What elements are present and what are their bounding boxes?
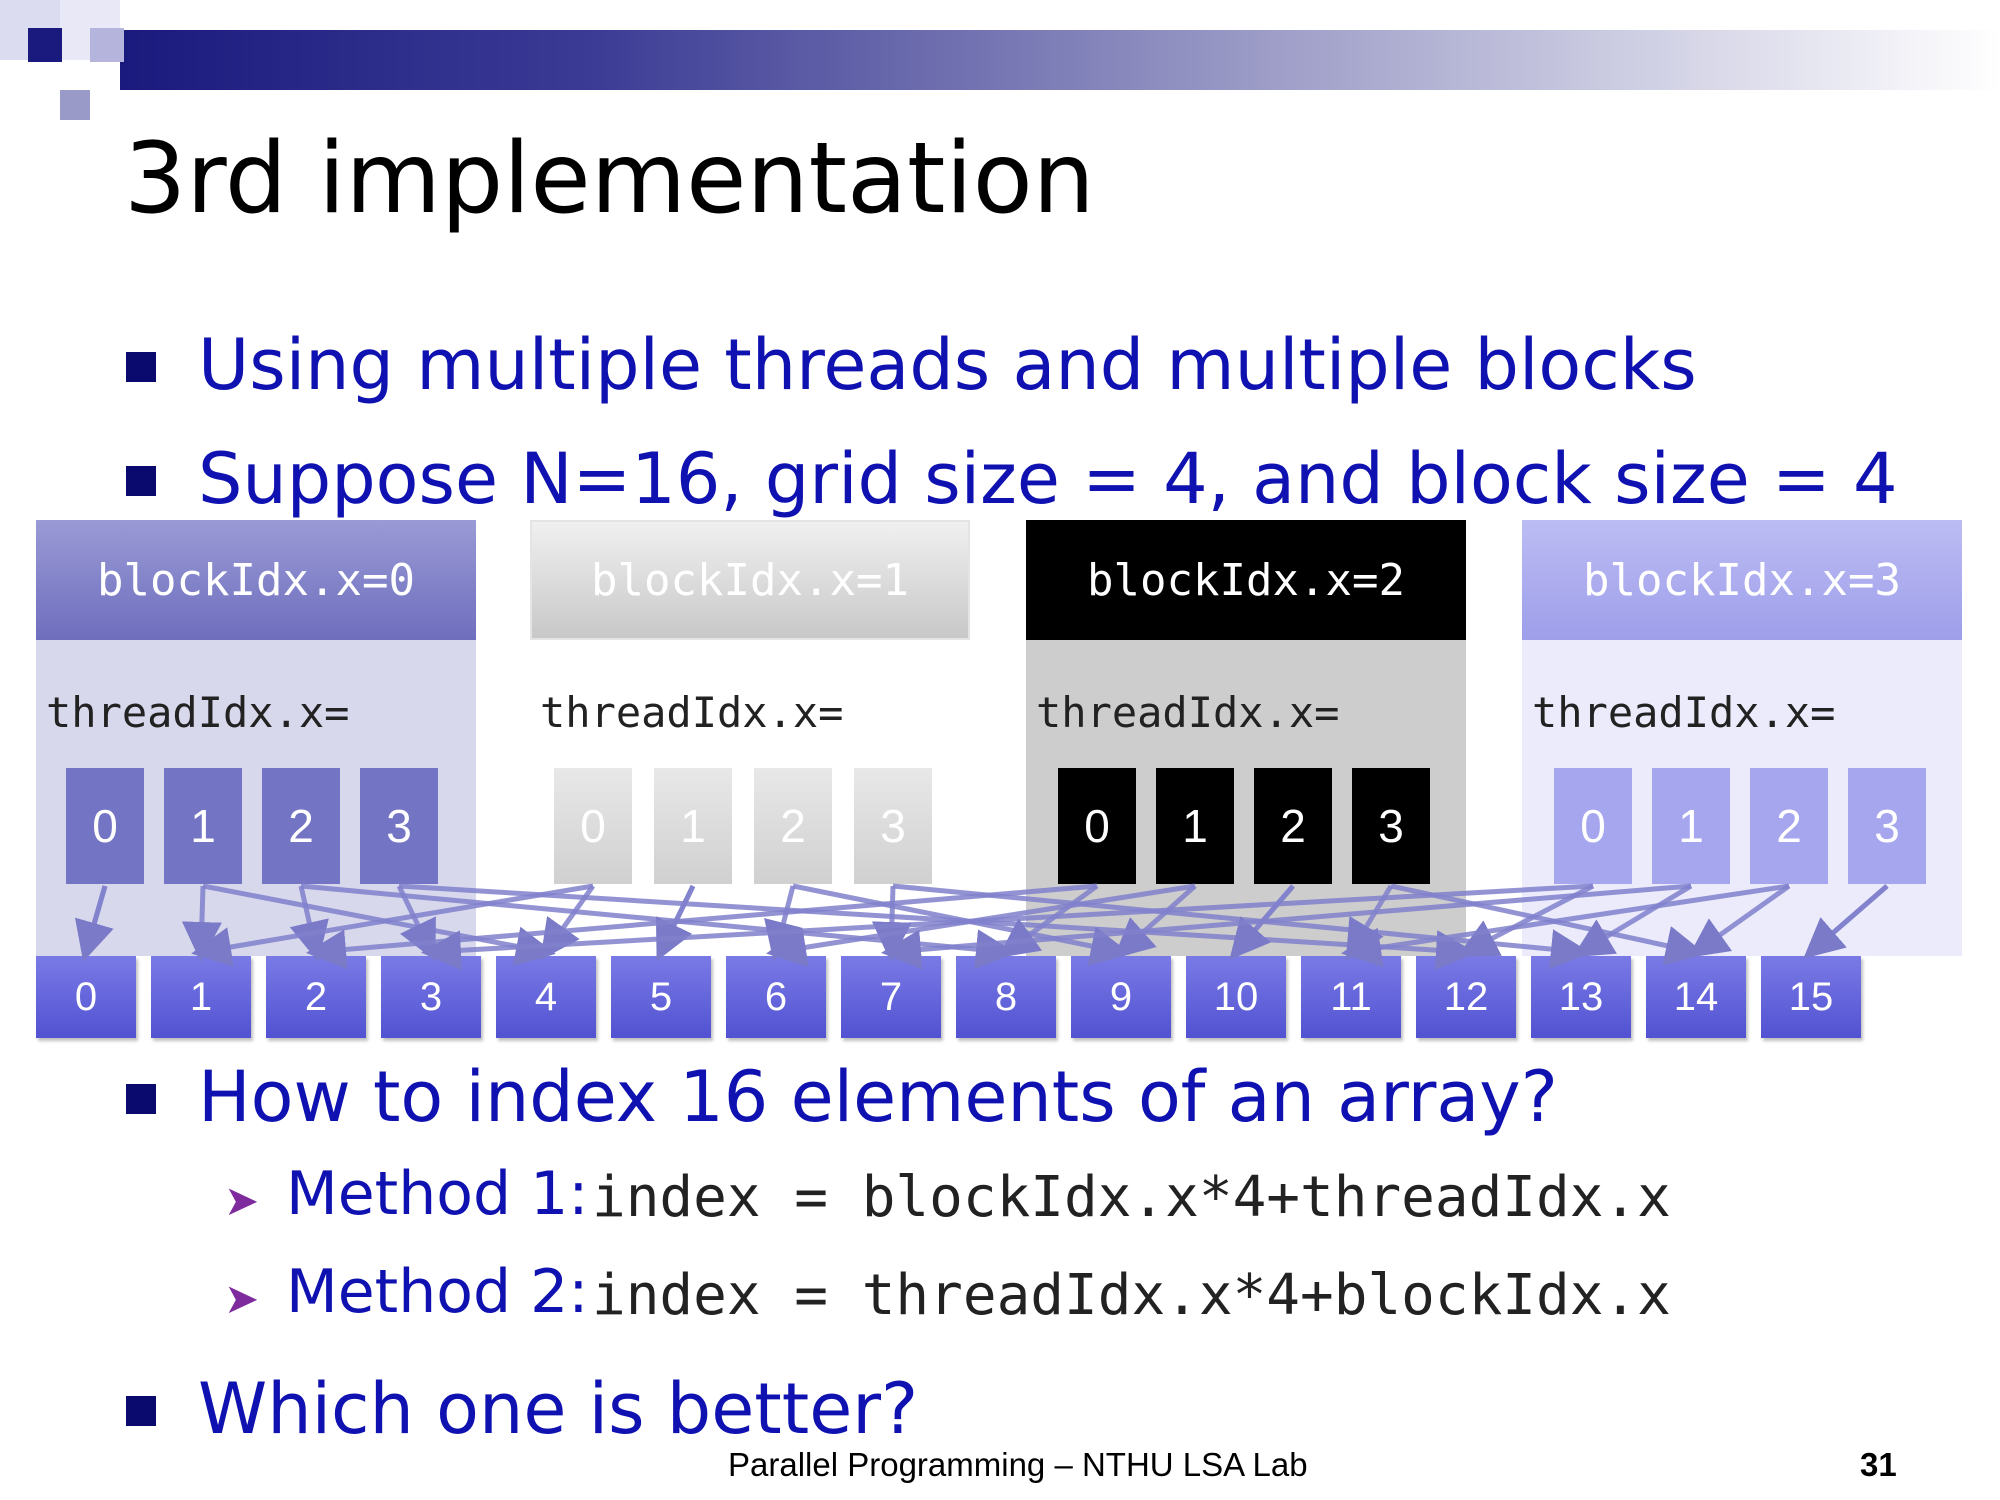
array-cell: 11	[1301, 956, 1401, 1038]
bullet-text: Suppose N=16, grid size = 4, and block s…	[198, 438, 1898, 520]
thread-cell: 0	[554, 768, 632, 884]
thread-cell: 2	[262, 768, 340, 884]
block-header: blockIdx.x=1	[530, 520, 970, 640]
block-3: blockIdx.x=3 threadIdx.x= 0 1 2 3	[1522, 520, 1962, 956]
thread-cell: 0	[66, 768, 144, 884]
bullet-square	[126, 466, 156, 496]
block-header: blockIdx.x=0	[36, 520, 476, 640]
array-cell: 3	[381, 956, 481, 1038]
method-code: index = threadIdx.x*4+blockIdx.x	[592, 1263, 1671, 1328]
thread-label: threadIdx.x=	[46, 688, 350, 737]
array-cell: 8	[956, 956, 1056, 1038]
thread-cell: 1	[164, 768, 242, 884]
array-cell: 15	[1761, 956, 1861, 1038]
bullet-text: Using multiple threads and multiple bloc…	[198, 324, 1697, 406]
array-cell: 0	[36, 956, 136, 1038]
thread-label: threadIdx.x=	[1036, 688, 1340, 737]
method-code: index = blockIdx.x*4+threadIdx.x	[592, 1165, 1671, 1230]
thread-cell: 2	[754, 768, 832, 884]
thread-cell: 1	[1156, 768, 1234, 884]
array-cell: 2	[266, 956, 366, 1038]
corner-decoration	[0, 0, 124, 120]
array-cell: 10	[1186, 956, 1286, 1038]
thread-cell: 2	[1254, 768, 1332, 884]
block-0: blockIdx.x=0 threadIdx.x= 0 1 2 3	[36, 520, 476, 956]
block-2: blockIdx.x=2 threadIdx.x= 0 1 2 3	[1026, 520, 1466, 956]
array-cell: 14	[1646, 956, 1746, 1038]
thread-cell: 1	[1652, 768, 1730, 884]
array-cell: 1	[151, 956, 251, 1038]
thread-cell: 3	[1352, 768, 1430, 884]
sub-bullet-arrow-icon: ➤	[224, 1176, 260, 1225]
sub-bullet-arrow-icon: ➤	[224, 1274, 260, 1323]
thread-cell: 0	[1058, 768, 1136, 884]
method-label: Method 2:	[286, 1257, 589, 1327]
bullet-square	[126, 1396, 156, 1426]
method-label: Method 1:	[286, 1159, 589, 1229]
array-cell: 12	[1416, 956, 1516, 1038]
header-gradient-bar	[120, 30, 2000, 90]
thread-cell: 1	[654, 768, 732, 884]
thread-cell: 3	[854, 768, 932, 884]
thread-label: threadIdx.x=	[1532, 688, 1836, 737]
array-cell: 9	[1071, 956, 1171, 1038]
thread-cell: 2	[1750, 768, 1828, 884]
array-cell: 5	[611, 956, 711, 1038]
thread-label: threadIdx.x=	[540, 688, 844, 737]
bullet-text: How to index 16 elements of an array?	[198, 1056, 1558, 1138]
block-header: blockIdx.x=3	[1522, 520, 1962, 640]
bullet-text: Which one is better?	[198, 1368, 919, 1450]
thread-cell: 0	[1554, 768, 1632, 884]
bullet-square	[126, 352, 156, 382]
thread-cell: 3	[1848, 768, 1926, 884]
thread-cell: 3	[360, 768, 438, 884]
array-cell: 7	[841, 956, 941, 1038]
array-cell: 4	[496, 956, 596, 1038]
block-header: blockIdx.x=2	[1026, 520, 1466, 640]
footer-text: Parallel Programming – NTHU LSA Lab	[728, 1446, 1308, 1483]
block-1: blockIdx.x=1 threadIdx.x= 0 1 2 3	[530, 520, 970, 956]
slide-title: 3rd implementation	[124, 122, 1095, 236]
bullet-square	[126, 1084, 156, 1114]
page-number: 31	[1860, 1446, 1897, 1483]
array-cell: 6	[726, 956, 826, 1038]
array-cell: 13	[1531, 956, 1631, 1038]
